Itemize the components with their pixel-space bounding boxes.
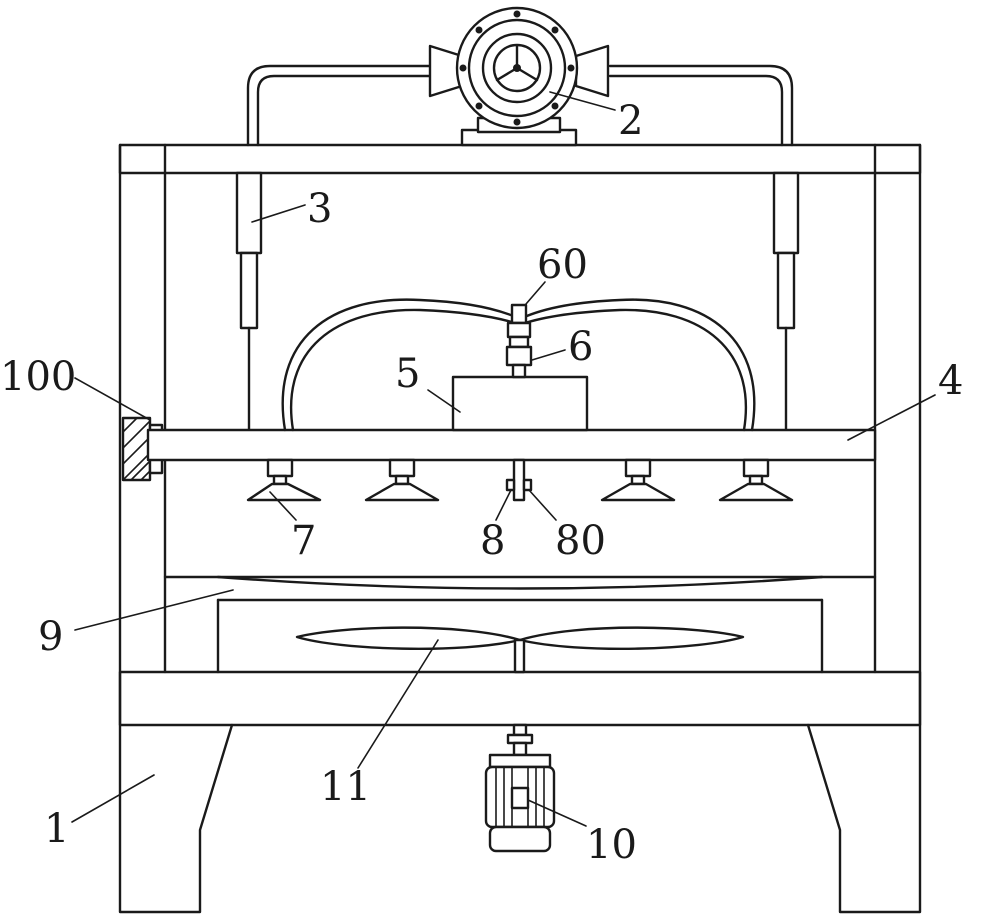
motor — [484, 723, 556, 853]
label-plate: 4 — [938, 358, 963, 404]
label-rod: 8 — [480, 518, 505, 564]
label-side-block: 100 — [0, 354, 76, 400]
leader-lines — [71, 91, 936, 827]
label-suction-cup: 7 — [291, 518, 316, 564]
box — [451, 375, 589, 432]
label-fan: 11 — [320, 764, 371, 810]
label-connector-top: 60 — [537, 242, 588, 288]
label-cylinder: 3 — [307, 186, 332, 232]
label-rod-nut: 80 — [555, 518, 606, 564]
part-labels: 2 3 60 6 5 4 100 7 8 80 9 11 10 1 — [0, 98, 963, 868]
cylinder-right — [772, 171, 800, 432]
vacuum-pump — [428, 6, 610, 147]
label-lower-plate: 9 — [38, 614, 63, 660]
plate — [146, 428, 877, 462]
label-pump: 2 — [618, 98, 643, 144]
label-frame: 1 — [44, 806, 69, 852]
cylinder-left — [235, 171, 263, 432]
lower-plate — [163, 575, 877, 674]
label-box: 5 — [395, 351, 420, 397]
label-motor: 10 — [586, 822, 637, 868]
connector — [505, 303, 533, 379]
fan — [295, 626, 745, 674]
air-pipe — [246, 64, 794, 147]
rod — [505, 458, 533, 502]
hoses — [281, 298, 756, 432]
suction-cups — [246, 458, 794, 502]
label-connector: 6 — [568, 324, 593, 370]
